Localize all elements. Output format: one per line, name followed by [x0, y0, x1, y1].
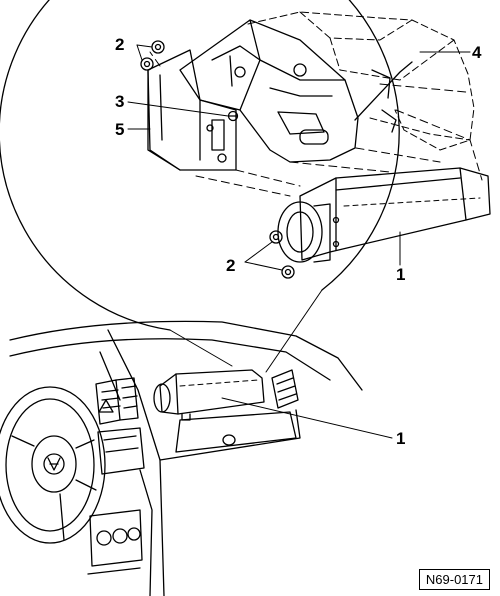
airbag-unit-installed: [153, 369, 265, 421]
callout-2-nuts-top: 2: [115, 35, 125, 54]
dash-carrier-housing: [179, 19, 413, 163]
mounting-guide-lines: [149, 51, 483, 197]
callout-3-bolt: 3: [115, 92, 125, 111]
magnifier-cone-right: [265, 289, 323, 373]
callout-leader-lines: [127, 44, 471, 439]
detail-circle-outline: [0, 0, 400, 331]
nut-top-a: [151, 40, 165, 54]
left-mounting-bracket: [147, 49, 237, 171]
callout-1-airbag-dash: 1: [396, 429, 406, 448]
airbag-unit-detail: [277, 167, 491, 263]
nuts-lower: [269, 230, 295, 279]
figure-reference-label: N69-0171: [418, 569, 490, 590]
steering-wheel: [0, 386, 106, 544]
callout-1-airbag-detail: 1: [396, 265, 406, 284]
bolt: [227, 110, 239, 122]
dash-top-edge: [9, 320, 363, 391]
steering-wheel-logo: [43, 453, 65, 475]
callout-5-bracket: 5: [115, 120, 125, 139]
magnifier-cone-left: [169, 329, 233, 367]
upper-dash-panel: [247, 11, 475, 151]
nut-lower-b: [281, 265, 295, 279]
detail-magnifier: [0, 0, 400, 373]
nut-top-b: [140, 57, 154, 71]
hazard-triangle: [98, 399, 114, 413]
dashboard-overview: [9, 320, 363, 596]
callout-4-panel: 4: [472, 43, 482, 62]
callout-2-nuts-lower: 2: [226, 256, 236, 275]
nut-lower-a: [269, 230, 283, 244]
glovebox-handle: [222, 434, 236, 446]
